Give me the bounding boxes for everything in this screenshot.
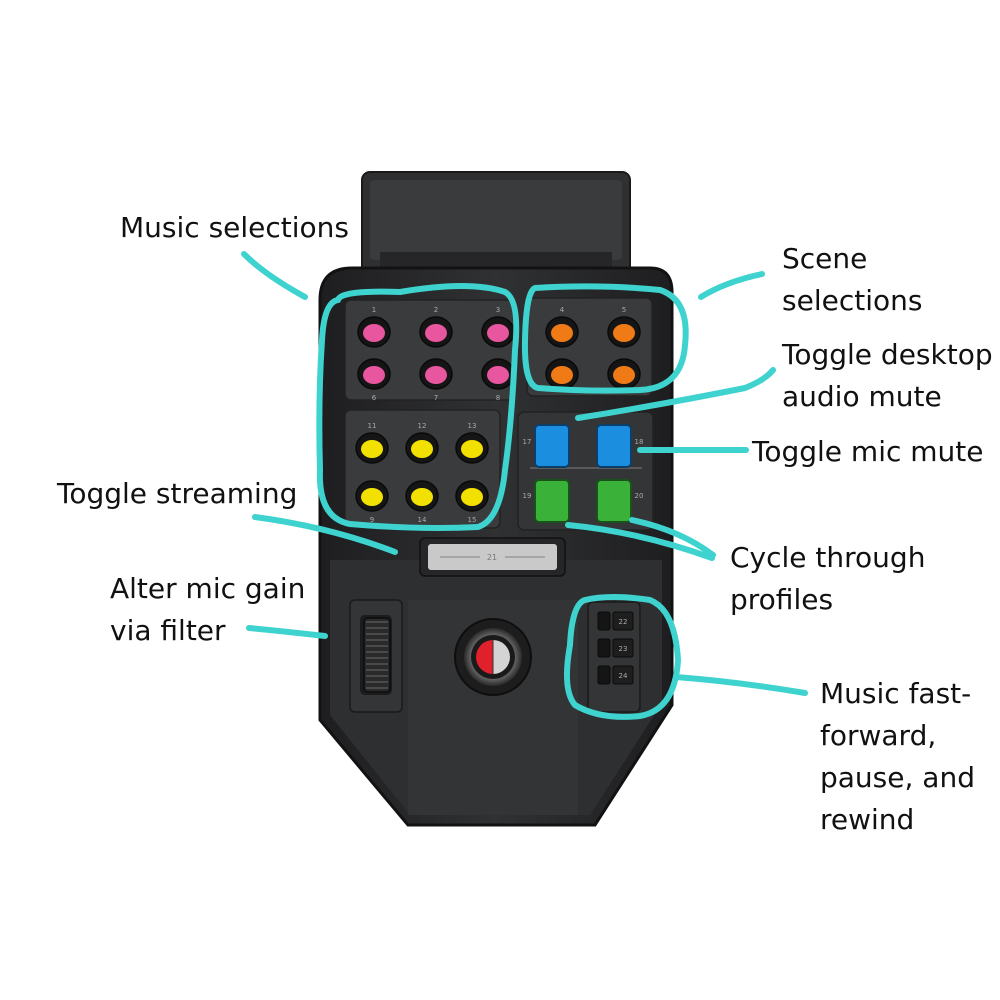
button-number: 5 [622,306,626,314]
leader-transport [676,677,805,693]
label-text: rewind [820,799,975,841]
label-text: Alter mic gain [110,568,305,610]
label-text: via filter [110,610,305,652]
label-text: Music selections [120,207,349,249]
transport-number: 24 [619,672,628,680]
label-text: Toggle streaming [57,473,297,515]
music-selection-button[interactable] [420,359,452,389]
yellow-button[interactable] [406,433,438,463]
music-selection-button[interactable] [420,317,452,347]
label-cycle-through-profiles: Cycle through profiles [730,537,925,621]
label-scene-selections: Scene selections [782,238,922,322]
button-number: 6 [372,394,377,402]
transport-button[interactable]: 23 [598,639,633,657]
label-text: Scene [782,238,922,280]
label-text: Toggle mic mute [752,431,984,473]
scene-selection-button[interactable] [608,359,640,389]
button-number: 12 [418,422,427,430]
rocker-number: 18 [635,438,644,446]
leader-music-selections [244,254,305,297]
scene-selection-button[interactable] [608,317,640,347]
label-text: audio mute [782,376,993,418]
yellow-button[interactable] [456,481,488,511]
label-text: selections [782,280,922,322]
label-text: Music fast- [820,673,975,715]
label-alter-mic-gain: Alter mic gain via filter [110,568,305,652]
button-number: 13 [468,422,477,430]
button-number: 7 [434,394,438,402]
label-text: pause, and [820,757,975,799]
yellow-button[interactable] [456,433,488,463]
rocker-number: 20 [635,492,644,500]
yellow-button[interactable] [406,481,438,511]
music-selection-button[interactable] [482,359,514,389]
leader-scene-selections [701,274,762,297]
yellow-button[interactable] [356,433,388,463]
transport-button[interactable]: 22 [598,612,633,630]
label-text: profiles [730,579,925,621]
button-number: 1 [372,306,376,314]
label-text: forward, [820,715,975,757]
scene-selection-button[interactable] [546,317,578,347]
profile-switch-right[interactable] [597,480,631,522]
mic-gain-wheel[interactable] [364,618,390,692]
yellow-button[interactable] [356,481,388,511]
profile-switch-left[interactable] [535,480,569,522]
transport-button[interactable]: 24 [598,666,633,684]
rocker-number: 17 [523,438,532,446]
button-number: 4 [560,306,565,314]
transport-buttons: 22 23 24 [598,612,633,684]
label-toggle-streaming: Toggle streaming [57,473,297,515]
scene-selection-button[interactable] [546,359,578,389]
stream-bar-number: 21 [487,553,497,562]
music-selection-button[interactable] [482,317,514,347]
music-selection-button[interactable] [358,317,390,347]
desktop-audio-mute-switch[interactable] [535,425,569,467]
label-music-transport: Music fast- forward, pause, and rewind [820,673,975,841]
label-music-selections: Music selections [120,207,349,249]
rotary-knob[interactable] [455,619,531,695]
button-number: 15 [468,516,477,524]
mic-mute-switch[interactable] [597,425,631,467]
button-number: 11 [368,422,377,430]
label-toggle-desktop-audio-mute: Toggle desktop audio mute [782,334,993,418]
transport-number: 22 [619,618,628,626]
music-selection-button[interactable] [358,359,390,389]
label-text: Cycle through [730,537,925,579]
transport-number: 23 [619,645,628,653]
label-text: Toggle desktop [782,334,993,376]
streaming-button[interactable]: 21 [420,538,565,576]
label-toggle-mic-mute: Toggle mic mute [752,431,984,473]
button-number: 3 [496,306,500,314]
rocker-number: 19 [523,492,532,500]
button-number: 8 [496,394,500,402]
button-number: 2 [434,306,438,314]
button-number: 14 [418,516,427,524]
top-mount [362,172,630,282]
